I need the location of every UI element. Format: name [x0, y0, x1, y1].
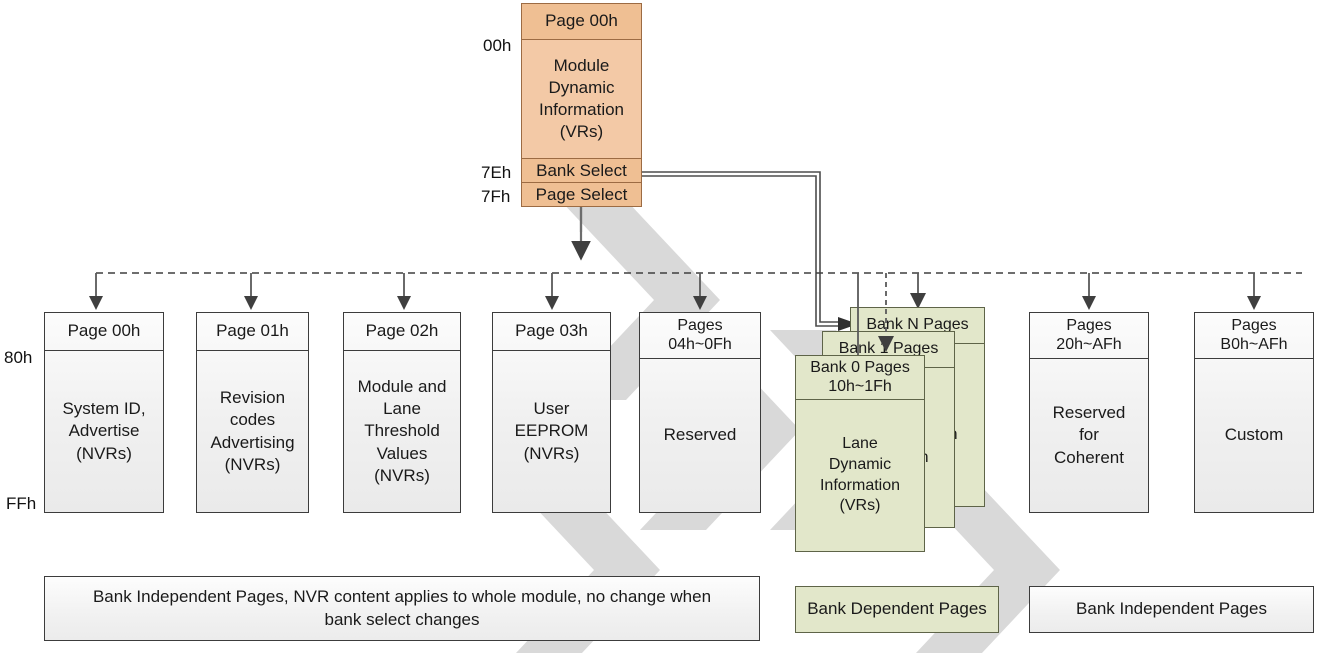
upper-page-body-line-4: (NVRs): [224, 454, 281, 474]
upper-page-body: Module and Lane Threshold Values (NVRs): [344, 351, 460, 512]
bank-card-header: Bank 0 Pages 10h~1Fh: [796, 356, 924, 400]
bank-card-header-line-1: Bank N Pages: [866, 316, 969, 334]
upper-page-header-line-1: Page 01h: [216, 321, 289, 341]
upper-page-body-line-2: Advertise: [68, 421, 140, 441]
upper-page-body-line-1: Reserved: [663, 425, 737, 445]
upper-page-header-line-1: Page 00h: [67, 321, 141, 341]
bank-card-body-line-2: Dynamic: [828, 455, 892, 473]
upper-page-body-line-3: Coherent: [1054, 447, 1124, 467]
upper-page-body: Custom: [1195, 359, 1313, 512]
lower-page-body-line-1: Module: [553, 55, 610, 75]
lower-page-body: Module Dynamic Information (VRs): [522, 40, 641, 158]
upper-page-body-line-3: Threshold: [364, 421, 440, 441]
addr-label-80h: 80h: [4, 348, 33, 367]
upper-page-box-pages-b0h-afh: Pages B0h~AFh Custom: [1194, 312, 1314, 513]
upper-page-box-pages-04h-0fh: Pages 04h~0Fh Reserved: [639, 312, 761, 513]
lower-page-body-line-2: Dynamic: [548, 77, 615, 97]
upper-page-header: Pages 20h~AFh: [1030, 313, 1148, 359]
bank-card-body-line-1: Lane: [842, 434, 878, 452]
upper-page-header-line-1: Page 02h: [365, 321, 439, 341]
upper-page-body-line-2: Lane: [383, 399, 421, 419]
upper-page-box-page-01h: Page 01h Revision codes Advertising (NVR…: [196, 312, 309, 513]
upper-page-body-line-5: (NVRs): [374, 465, 430, 485]
legend-bank-independent-detail: Bank Independent Pages, NVR content appl…: [44, 576, 760, 641]
upper-page-box-pages-20h-afh: Pages 20h~AFh Reserved for Coherent: [1029, 312, 1149, 513]
upper-page-header-line-2: 04h~0Fh: [668, 335, 732, 353]
upper-page-body: Revision codes Advertising (NVRs): [197, 351, 308, 512]
upper-page-header-line-1: Pages: [677, 316, 723, 334]
upper-page-header-line-1: Page 03h: [515, 321, 588, 341]
upper-page-header-line-2: 20h~AFh: [1056, 335, 1122, 353]
bank-card-header-line-2: 10h~1Fh: [828, 377, 892, 395]
bank-card-body-line-4: (VRs): [839, 497, 881, 515]
upper-page-header: Page 00h: [45, 313, 163, 351]
lower-page-block: Page 00h Module Dynamic Information (VRs…: [521, 3, 642, 207]
upper-page-body-line-2: EEPROM: [514, 421, 589, 441]
upper-page-body-line-3: (NVRs): [523, 443, 580, 463]
upper-page-body-line-4: Values: [376, 443, 428, 463]
upper-page-body: Reserved for Coherent: [1030, 359, 1148, 512]
bank-card-header-line-1: Bank 0 Pages: [810, 358, 910, 376]
upper-page-header: Page 01h: [197, 313, 308, 351]
upper-page-header: Pages 04h~0Fh: [640, 313, 760, 359]
bank-card-bank-0: Bank 0 Pages 10h~1Fh Lane Dynamic Inform…: [795, 355, 925, 552]
upper-page-header-line-1: Pages: [1231, 316, 1277, 334]
upper-page-box-page-02h: Page 02h Module and Lane Threshold Value…: [343, 312, 461, 513]
page-select-row[interactable]: Page Select: [522, 182, 641, 206]
upper-page-body-line-1: Module and: [357, 377, 447, 397]
upper-page-body-line-1: Reserved: [1052, 403, 1126, 423]
upper-page-header-line-1: Pages: [1066, 316, 1112, 334]
upper-page-header: Page 02h: [344, 313, 460, 351]
lower-page-body-line-4: (VRs): [559, 122, 604, 142]
legend-bank-dependent: Bank Dependent Pages: [795, 586, 999, 633]
upper-page-body: System ID, Advertise (NVRs): [45, 351, 163, 512]
upper-page-body-line-1: Custom: [1224, 425, 1284, 445]
bank-select-row[interactable]: Bank Select: [522, 158, 641, 182]
upper-page-body-line-1: System ID,: [62, 399, 146, 419]
addr-label-ffh: FFh: [6, 494, 37, 513]
lower-page-body-line-3: Information: [538, 100, 625, 119]
upper-page-body: User EEPROM (NVRs): [493, 351, 610, 512]
upper-page-body: Reserved: [640, 359, 760, 512]
addr-label-00h: 00h: [483, 36, 512, 55]
lower-page-header: Page 00h: [522, 4, 641, 40]
upper-page-body-line-2: codes: [229, 410, 276, 430]
legend-bank-independent: Bank Independent Pages: [1029, 586, 1314, 633]
upper-page-body-line-3: (NVRs): [76, 443, 132, 463]
upper-page-header-line-2: B0h~AFh: [1220, 335, 1288, 353]
upper-page-body-line-1: User: [533, 399, 570, 419]
bank-card-body: Lane Dynamic Information (VRs): [796, 400, 924, 551]
bank-card-body-line-3: Information: [819, 476, 901, 494]
upper-page-box-page-00h: Page 00h System ID, Advertise (NVRs): [44, 312, 164, 513]
upper-page-body-line-1: Revision: [219, 388, 286, 408]
addr-label-7eh: 7Eh: [481, 163, 512, 182]
upper-page-header: Pages B0h~AFh: [1195, 313, 1313, 359]
upper-page-body-line-2: for: [1079, 425, 1099, 445]
upper-page-header: Page 03h: [493, 313, 610, 351]
upper-page-box-page-03h: Page 03h User EEPROM (NVRs): [492, 312, 611, 513]
addr-label-7fh: 7Fh: [481, 187, 511, 206]
upper-page-body-line-3: Advertising: [210, 432, 295, 452]
